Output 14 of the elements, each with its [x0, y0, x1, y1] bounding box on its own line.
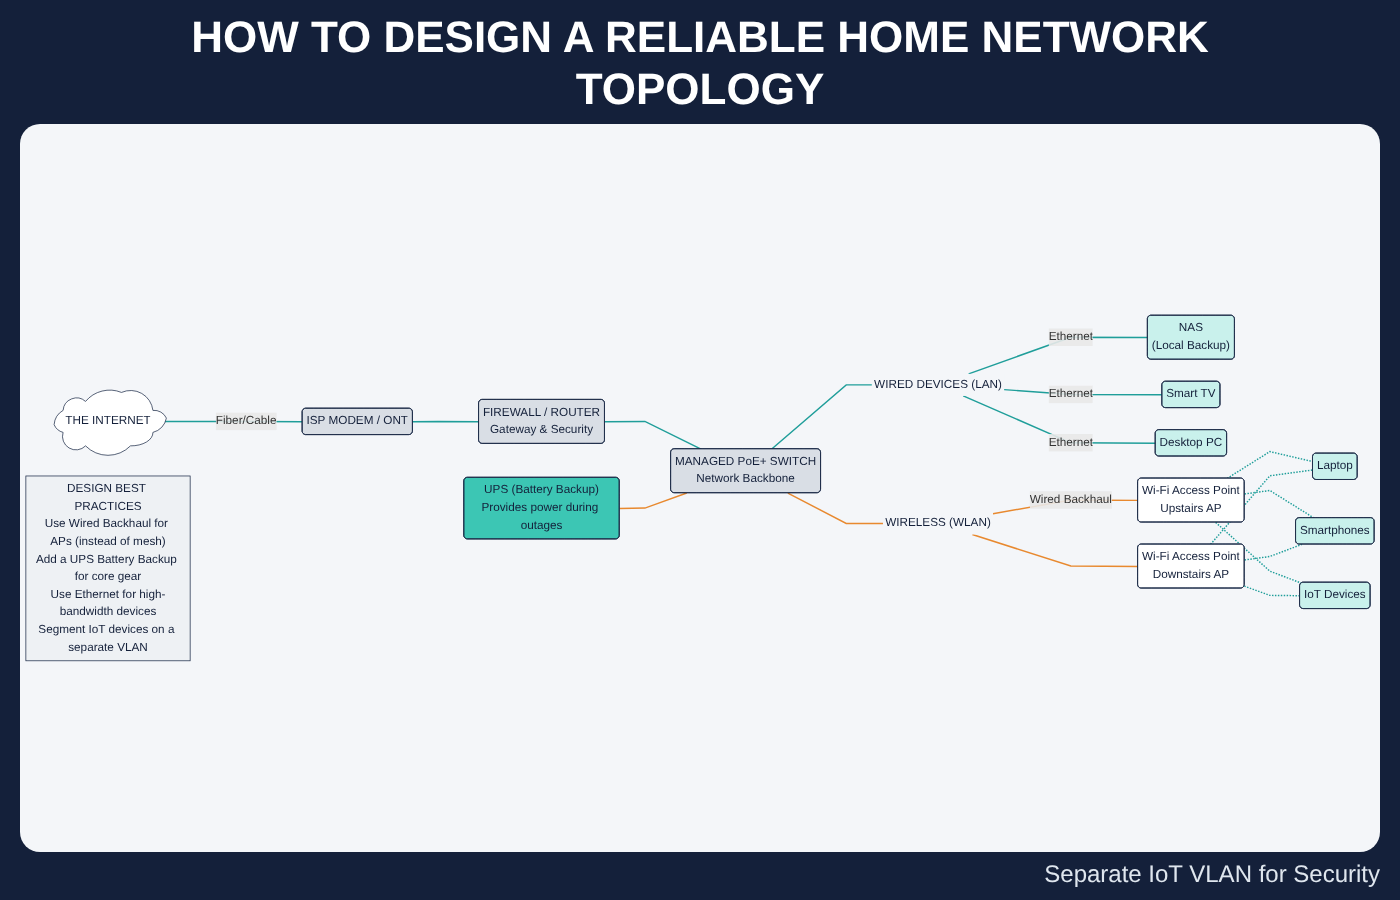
connector — [1243, 585, 1301, 597]
connector — [787, 492, 884, 525]
title: HOW TO DESIGN A RELIABLE HOME NETWORK TOPOLOGY — [189, 12, 1211, 116]
connector — [1214, 521, 1303, 584]
connector — [618, 492, 688, 510]
connector — [1243, 543, 1303, 561]
connector — [971, 533, 1139, 568]
connector — [1243, 489, 1315, 519]
connector — [1226, 450, 1314, 480]
connector — [1209, 469, 1314, 546]
connector — [604, 420, 702, 450]
note-text: Separate IoT VLAN for Security — [1044, 860, 1380, 888]
connector — [771, 384, 873, 450]
connector — [412, 420, 480, 423]
